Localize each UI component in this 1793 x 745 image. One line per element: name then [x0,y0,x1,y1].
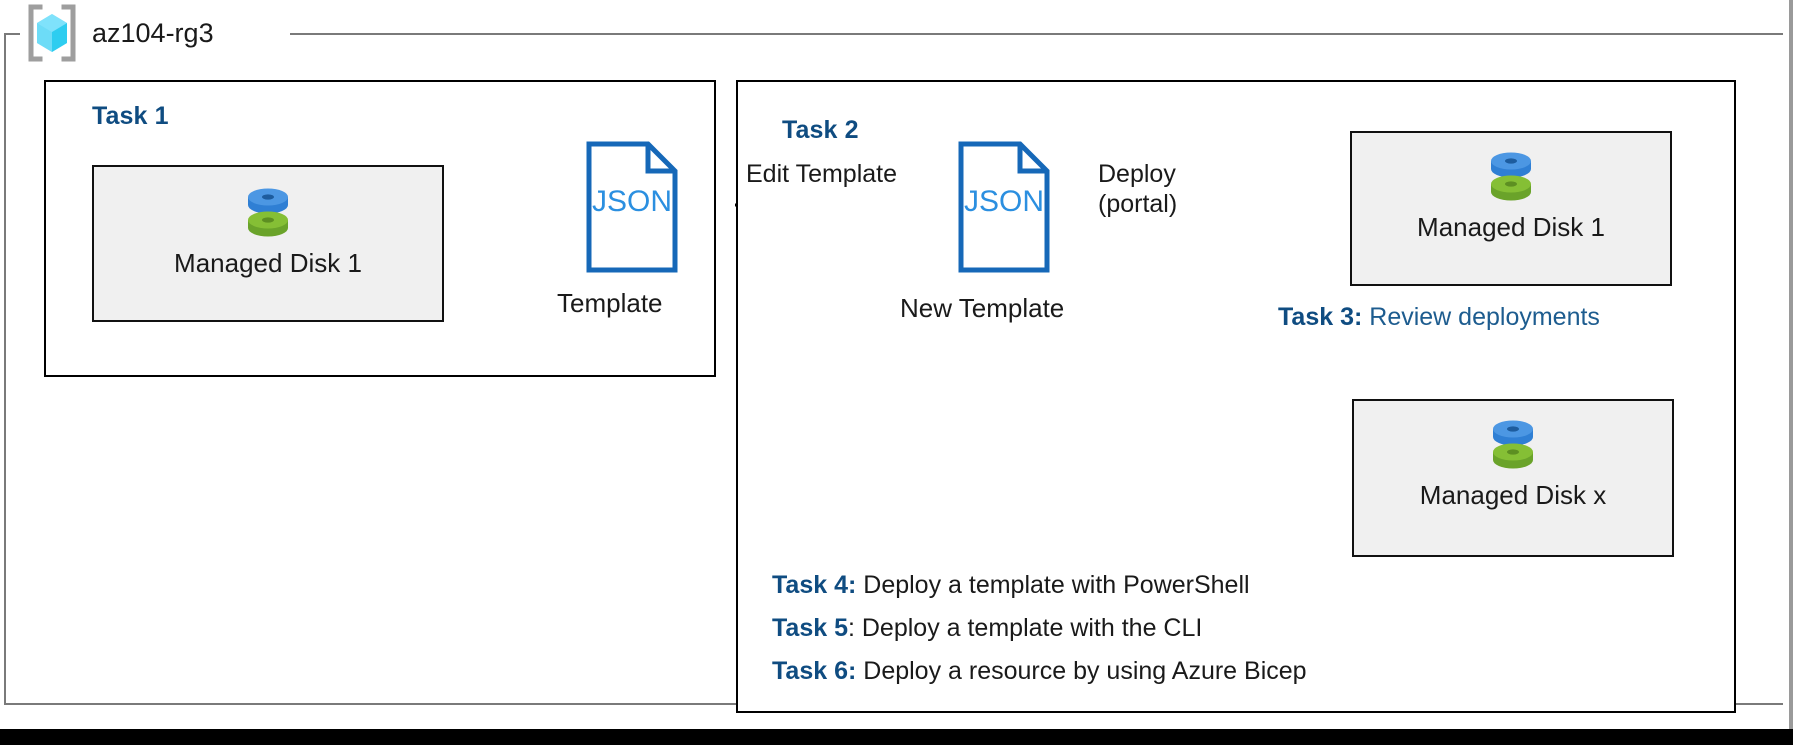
azure-resource-group-icon [26,4,78,62]
json-document-icon-new-template: JSON [958,141,1050,273]
managed-disk-icon [240,181,296,243]
managed-disk-1-caption-task1: Managed Disk 1 [174,248,362,278]
resource-group-header: az104-rg3 [26,2,214,64]
edit-template-arrow-label: Edit Template [746,160,898,188]
managed-disk-x-caption: Managed Disk x [1419,480,1607,510]
task-2-heading: Task 2 [782,116,859,144]
right-edge-border [1789,0,1793,737]
task-list-item: Task 4: Deploy a template with PowerShel… [772,570,1307,600]
task-3-value: Review deployments [1362,303,1600,331]
deploy-arrow-label-line2: (portal) [1098,189,1178,218]
task-list: Task 4: Deploy a template with PowerShel… [772,570,1307,699]
deploy-arrow-label-line1: Deploy [1098,160,1176,188]
task-6-key: Task 6: [772,657,857,685]
managed-disk-1-caption-deployed: Managed Disk 1 [1417,212,1605,242]
template-caption: Template [557,288,663,318]
task-3-line: Task 3: Review deployments [1278,302,1600,332]
deploy-arrow-label: Deploy (portal) [1098,160,1177,219]
managed-disk-icon [1485,413,1541,475]
bottom-bar [0,729,1793,745]
managed-disk-x-card: Managed Disk x [1352,399,1674,557]
resource-group-name: az104-rg3 [92,17,214,48]
task-3-key: Task 3: [1278,303,1363,331]
managed-disk-icon [1483,145,1539,207]
managed-disk-1-card-deployed: Managed Disk 1 [1350,131,1672,286]
svg-text:JSON: JSON [592,185,672,218]
svg-text:JSON: JSON [964,185,1044,218]
new-template-caption: New Template [900,293,1065,323]
task-list-item: Task 6: Deploy a resource by using Azure… [772,656,1307,686]
task-6-value: Deploy a resource by using Azure Bicep [856,657,1307,685]
task-4-value: Deploy a template with PowerShell [856,571,1250,599]
task-5-key: Task 5 [772,614,848,642]
task-list-item: Task 5: Deploy a template with the CLI [772,613,1307,643]
task-1-heading: Task 1 [92,102,169,130]
managed-disk-1-card-task1: Managed Disk 1 [92,165,444,322]
json-document-icon-template: JSON [586,141,678,273]
task-5-value: : Deploy a template with the CLI [847,614,1203,642]
task-4-key: Task 4: [772,571,857,599]
